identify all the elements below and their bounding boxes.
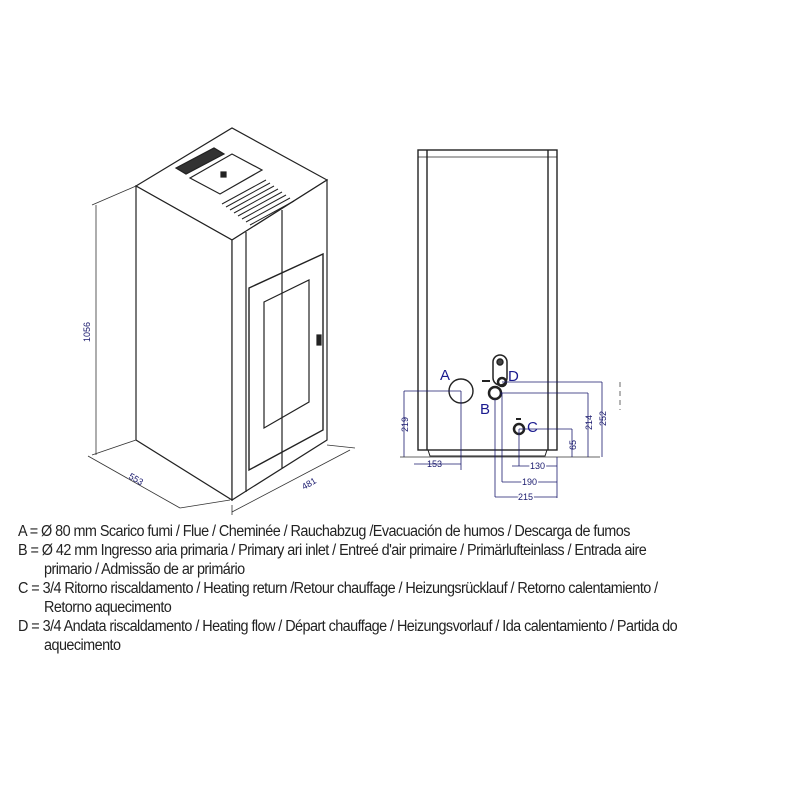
stove-right-face	[231, 178, 328, 502]
label-a: A	[440, 367, 450, 384]
top-grille	[221, 179, 295, 226]
connections-legend: A = Ø 80 mm Scarico fumi / Flue / Chemin…	[18, 522, 739, 655]
door-handle	[316, 334, 322, 346]
isometric-dimensions	[87, 185, 356, 515]
legend-item-a: A = Ø 80 mm Scarico fumi / Flue / Chemin…	[18, 523, 630, 540]
legend-item-b: B = Ø 42 mm Ingresso aria primaria / Pri…	[18, 542, 647, 559]
stove-rear-view	[417, 149, 558, 457]
door-glass	[263, 279, 310, 430]
dim-a-height: 219	[400, 417, 410, 432]
rear-base	[427, 449, 548, 457]
label-d: D	[508, 368, 519, 385]
outlet-d-bolt	[496, 358, 504, 366]
technical-drawing: 1056 553 481 A B	[82, 127, 621, 515]
dim-c-height: 65	[568, 440, 578, 450]
stove-door	[248, 252, 324, 472]
stove-isometric-view	[134, 127, 329, 502]
stove-left-face	[135, 184, 233, 502]
legend-item-b-continued: primario / Admissão de ar primário	[44, 561, 245, 578]
rear-dimensions	[400, 381, 621, 498]
label-b: B	[480, 401, 490, 418]
dim-d-height: 252	[598, 411, 608, 426]
legend-item-c-continued: Retorno aquecimento	[44, 599, 172, 616]
lid-knob	[220, 171, 227, 178]
legend-item-d: D = 3/4 Andata riscaldamento / Heating f…	[18, 618, 678, 635]
label-c: C	[527, 419, 538, 436]
dimension-width: 481	[300, 476, 318, 492]
control-panel	[174, 147, 226, 175]
legend-item-d-continued: aquecimento	[44, 637, 121, 654]
dim-b-height: 214	[584, 415, 594, 430]
outlet-b-circle	[487, 385, 503, 401]
dim-a-offset: 153	[427, 459, 442, 469]
dim-d-offset: 215	[518, 492, 533, 502]
legend-item-c: C = 3/4 Ritorno riscaldamento / Heating …	[18, 580, 658, 597]
top-lid	[188, 153, 264, 195]
dim-c-offset: 130	[530, 461, 545, 471]
dimension-depth: 553	[127, 471, 145, 487]
dimension-height: 1056	[82, 322, 92, 342]
dim-b-offset: 190	[522, 477, 537, 487]
